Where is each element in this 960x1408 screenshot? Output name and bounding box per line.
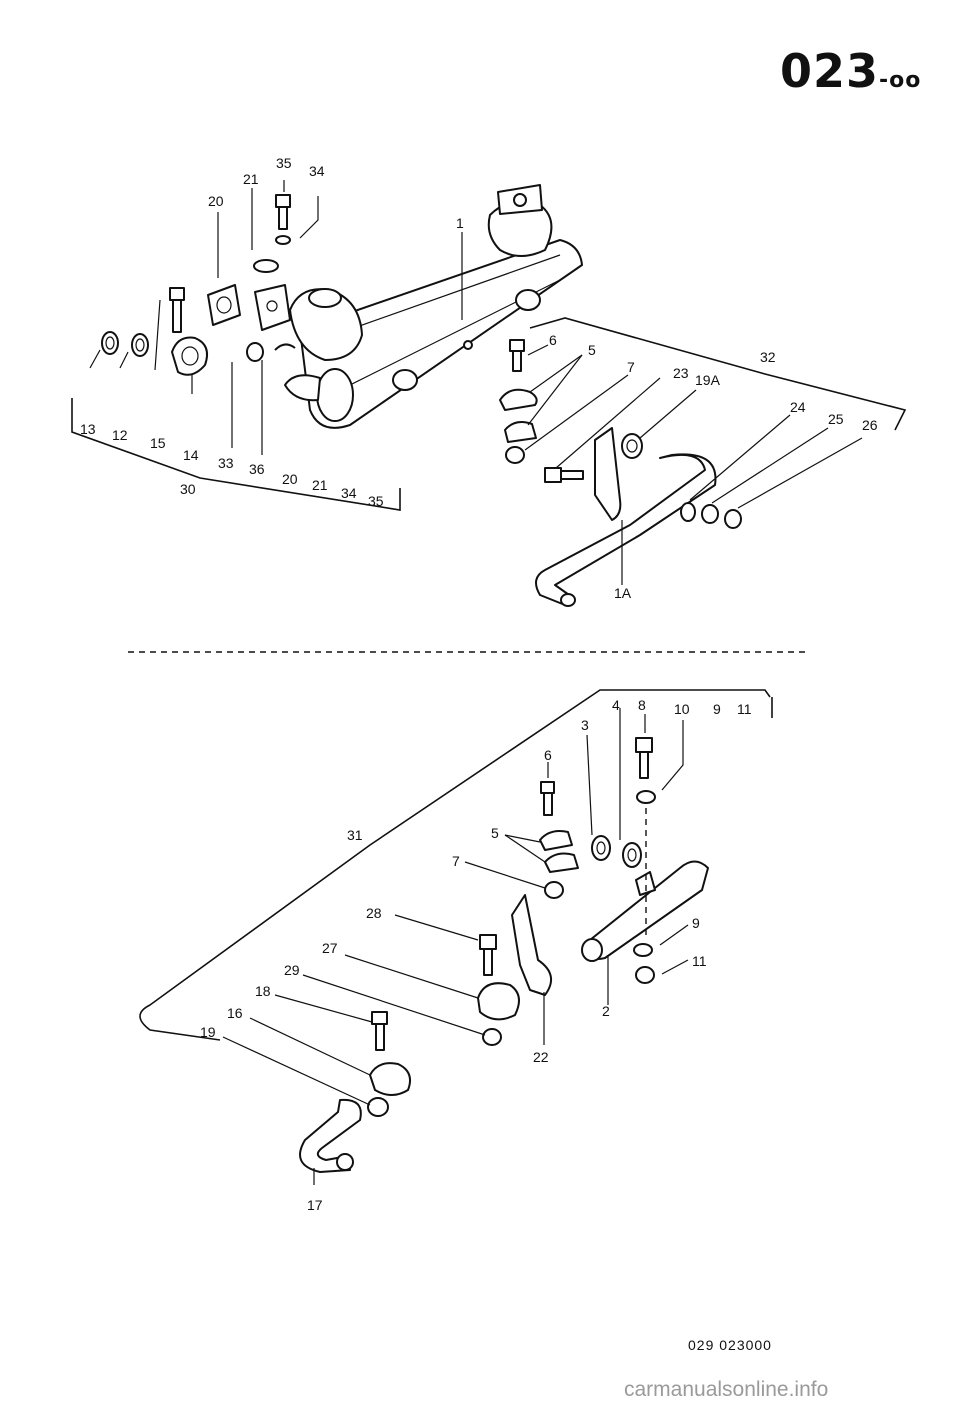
callout-5-lower: 5 (491, 825, 499, 841)
callout-22: 22 (533, 1049, 549, 1065)
callout-35-kit: 35 (368, 493, 384, 509)
callout-7: 7 (627, 359, 635, 375)
callout-3: 3 (581, 717, 589, 733)
callout-labels: 1 35 34 21 20 13 12 15 14 33 36 20 21 34… (80, 155, 878, 1213)
callout-30: 30 (180, 481, 196, 497)
callout-36: 36 (249, 461, 265, 477)
group-code-header: 023-oo (780, 44, 922, 98)
watermark-text: carmanualsonline.info (624, 1378, 829, 1401)
callout-2: 2 (602, 1003, 610, 1019)
callout-20: 20 (208, 193, 224, 209)
callout-34: 34 (309, 163, 325, 179)
callout-28: 28 (366, 905, 382, 921)
callout-14: 14 (183, 447, 199, 463)
callout-13: 13 (80, 421, 96, 437)
callout-17: 17 (307, 1197, 323, 1213)
callout-31: 31 (347, 827, 363, 843)
callout-23: 23 (673, 365, 689, 381)
callout-9: 9 (713, 701, 721, 717)
callout-7-lower: 7 (452, 853, 460, 869)
callout-19A: 19A (695, 372, 721, 388)
callout-26: 26 (862, 417, 878, 433)
callout-1A: 1A (614, 585, 632, 601)
callout-20-kit: 20 (282, 471, 298, 487)
callout-9-lower: 9 (692, 915, 700, 931)
callout-1: 1 (456, 215, 464, 231)
callout-15: 15 (150, 435, 166, 451)
lower-leader-lines (139, 689, 773, 1185)
callout-4: 4 (612, 697, 620, 713)
callout-12: 12 (112, 427, 128, 443)
callout-6-lower: 6 (544, 747, 552, 763)
callout-35: 35 (276, 155, 292, 171)
callout-24: 24 (790, 399, 806, 415)
callout-34-kit: 34 (341, 485, 357, 501)
callout-21-kit: 21 (312, 477, 328, 493)
callout-18: 18 (255, 983, 271, 999)
callout-33: 33 (218, 455, 234, 471)
callout-6: 6 (549, 332, 557, 348)
callout-32: 32 (760, 349, 776, 365)
callout-10: 10 (674, 701, 690, 717)
callout-19: 19 (200, 1024, 216, 1040)
callout-8: 8 (638, 697, 646, 713)
callout-5: 5 (588, 342, 596, 358)
callout-25: 25 (828, 411, 844, 427)
fuel-rail-main-part (284, 184, 583, 429)
callout-27: 27 (322, 940, 338, 956)
callout-16: 16 (227, 1005, 243, 1021)
callout-21: 21 (243, 171, 259, 187)
drawing-number: 029 023000 (688, 1337, 772, 1353)
callout-29: 29 (284, 962, 300, 978)
callout-11: 11 (737, 701, 752, 717)
lower-hardware-parts (299, 737, 709, 1173)
upper-hardware-parts (101, 194, 742, 607)
upper-leader-lines (71, 180, 907, 585)
callout-11-lower: 11 (692, 953, 707, 969)
